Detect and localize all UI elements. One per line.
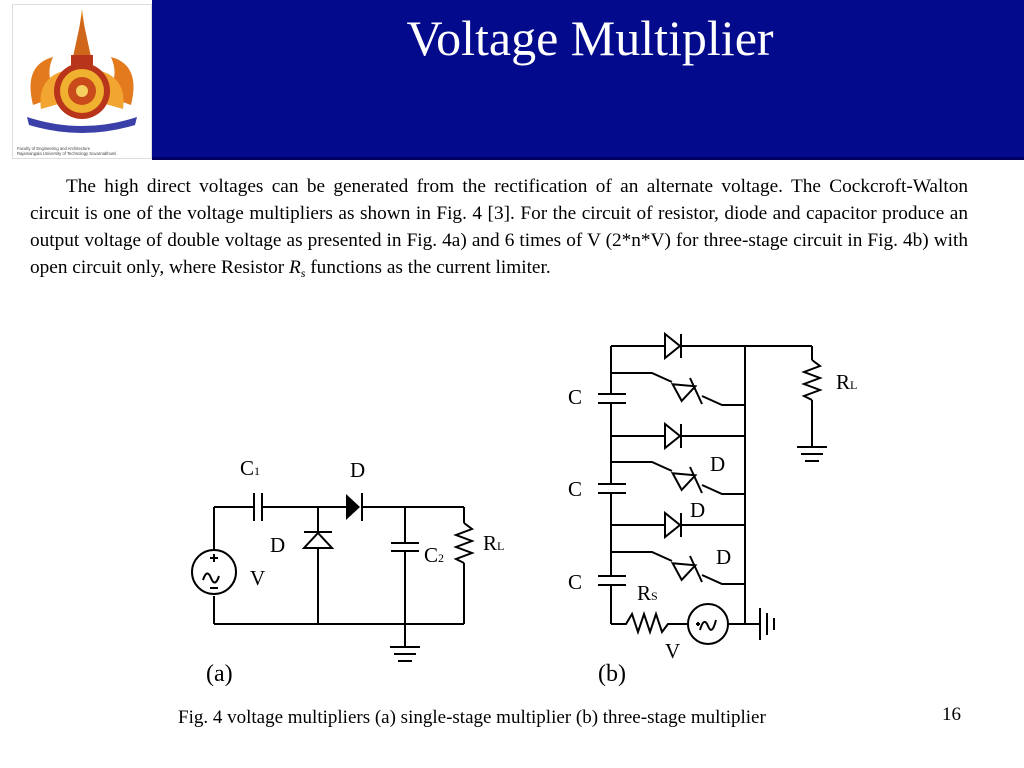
figure-caption: Fig. 4 voltage multipliers (a) single-st… <box>178 707 766 728</box>
title-band <box>152 0 1024 160</box>
page-number: 16 <box>942 704 961 725</box>
ac-source-icon <box>191 549 237 595</box>
diagonal-diode-icon <box>611 372 745 406</box>
rs-symbol: R <box>288 257 301 278</box>
university-logo: Faculty of Engineering and Architecture … <box>12 4 152 159</box>
diode-icon <box>664 331 682 361</box>
logo-caption-line1: Faculty of Engineering and Architecture <box>17 146 91 151</box>
logo-caption: Faculty of Engineering and Architecture … <box>17 146 147 156</box>
circuit-b <box>598 331 827 645</box>
body-text-part2: functions as the current limiter. <box>305 257 551 278</box>
university-emblem-icon <box>27 9 137 133</box>
diagonal-diode-icon <box>611 461 745 495</box>
diode-series-icon <box>346 494 360 520</box>
body-paragraph: The high direct voltages can be generate… <box>30 173 968 287</box>
diode-icon <box>664 421 682 451</box>
diagonal-diode-icon <box>611 551 745 585</box>
diode-shunt-icon <box>301 531 335 549</box>
body-text-part1: The high direct voltages can be generate… <box>30 176 968 278</box>
diode-icon <box>664 510 682 540</box>
slide-title: Voltage Multiplier <box>406 10 774 66</box>
circuit-a <box>191 493 475 662</box>
rs-subscript: s <box>300 266 306 280</box>
logo-caption-line2: Rajamangala University of Technology Suv… <box>17 151 117 156</box>
slide-header: Faculty of Engineering and Architecture … <box>0 0 1024 160</box>
